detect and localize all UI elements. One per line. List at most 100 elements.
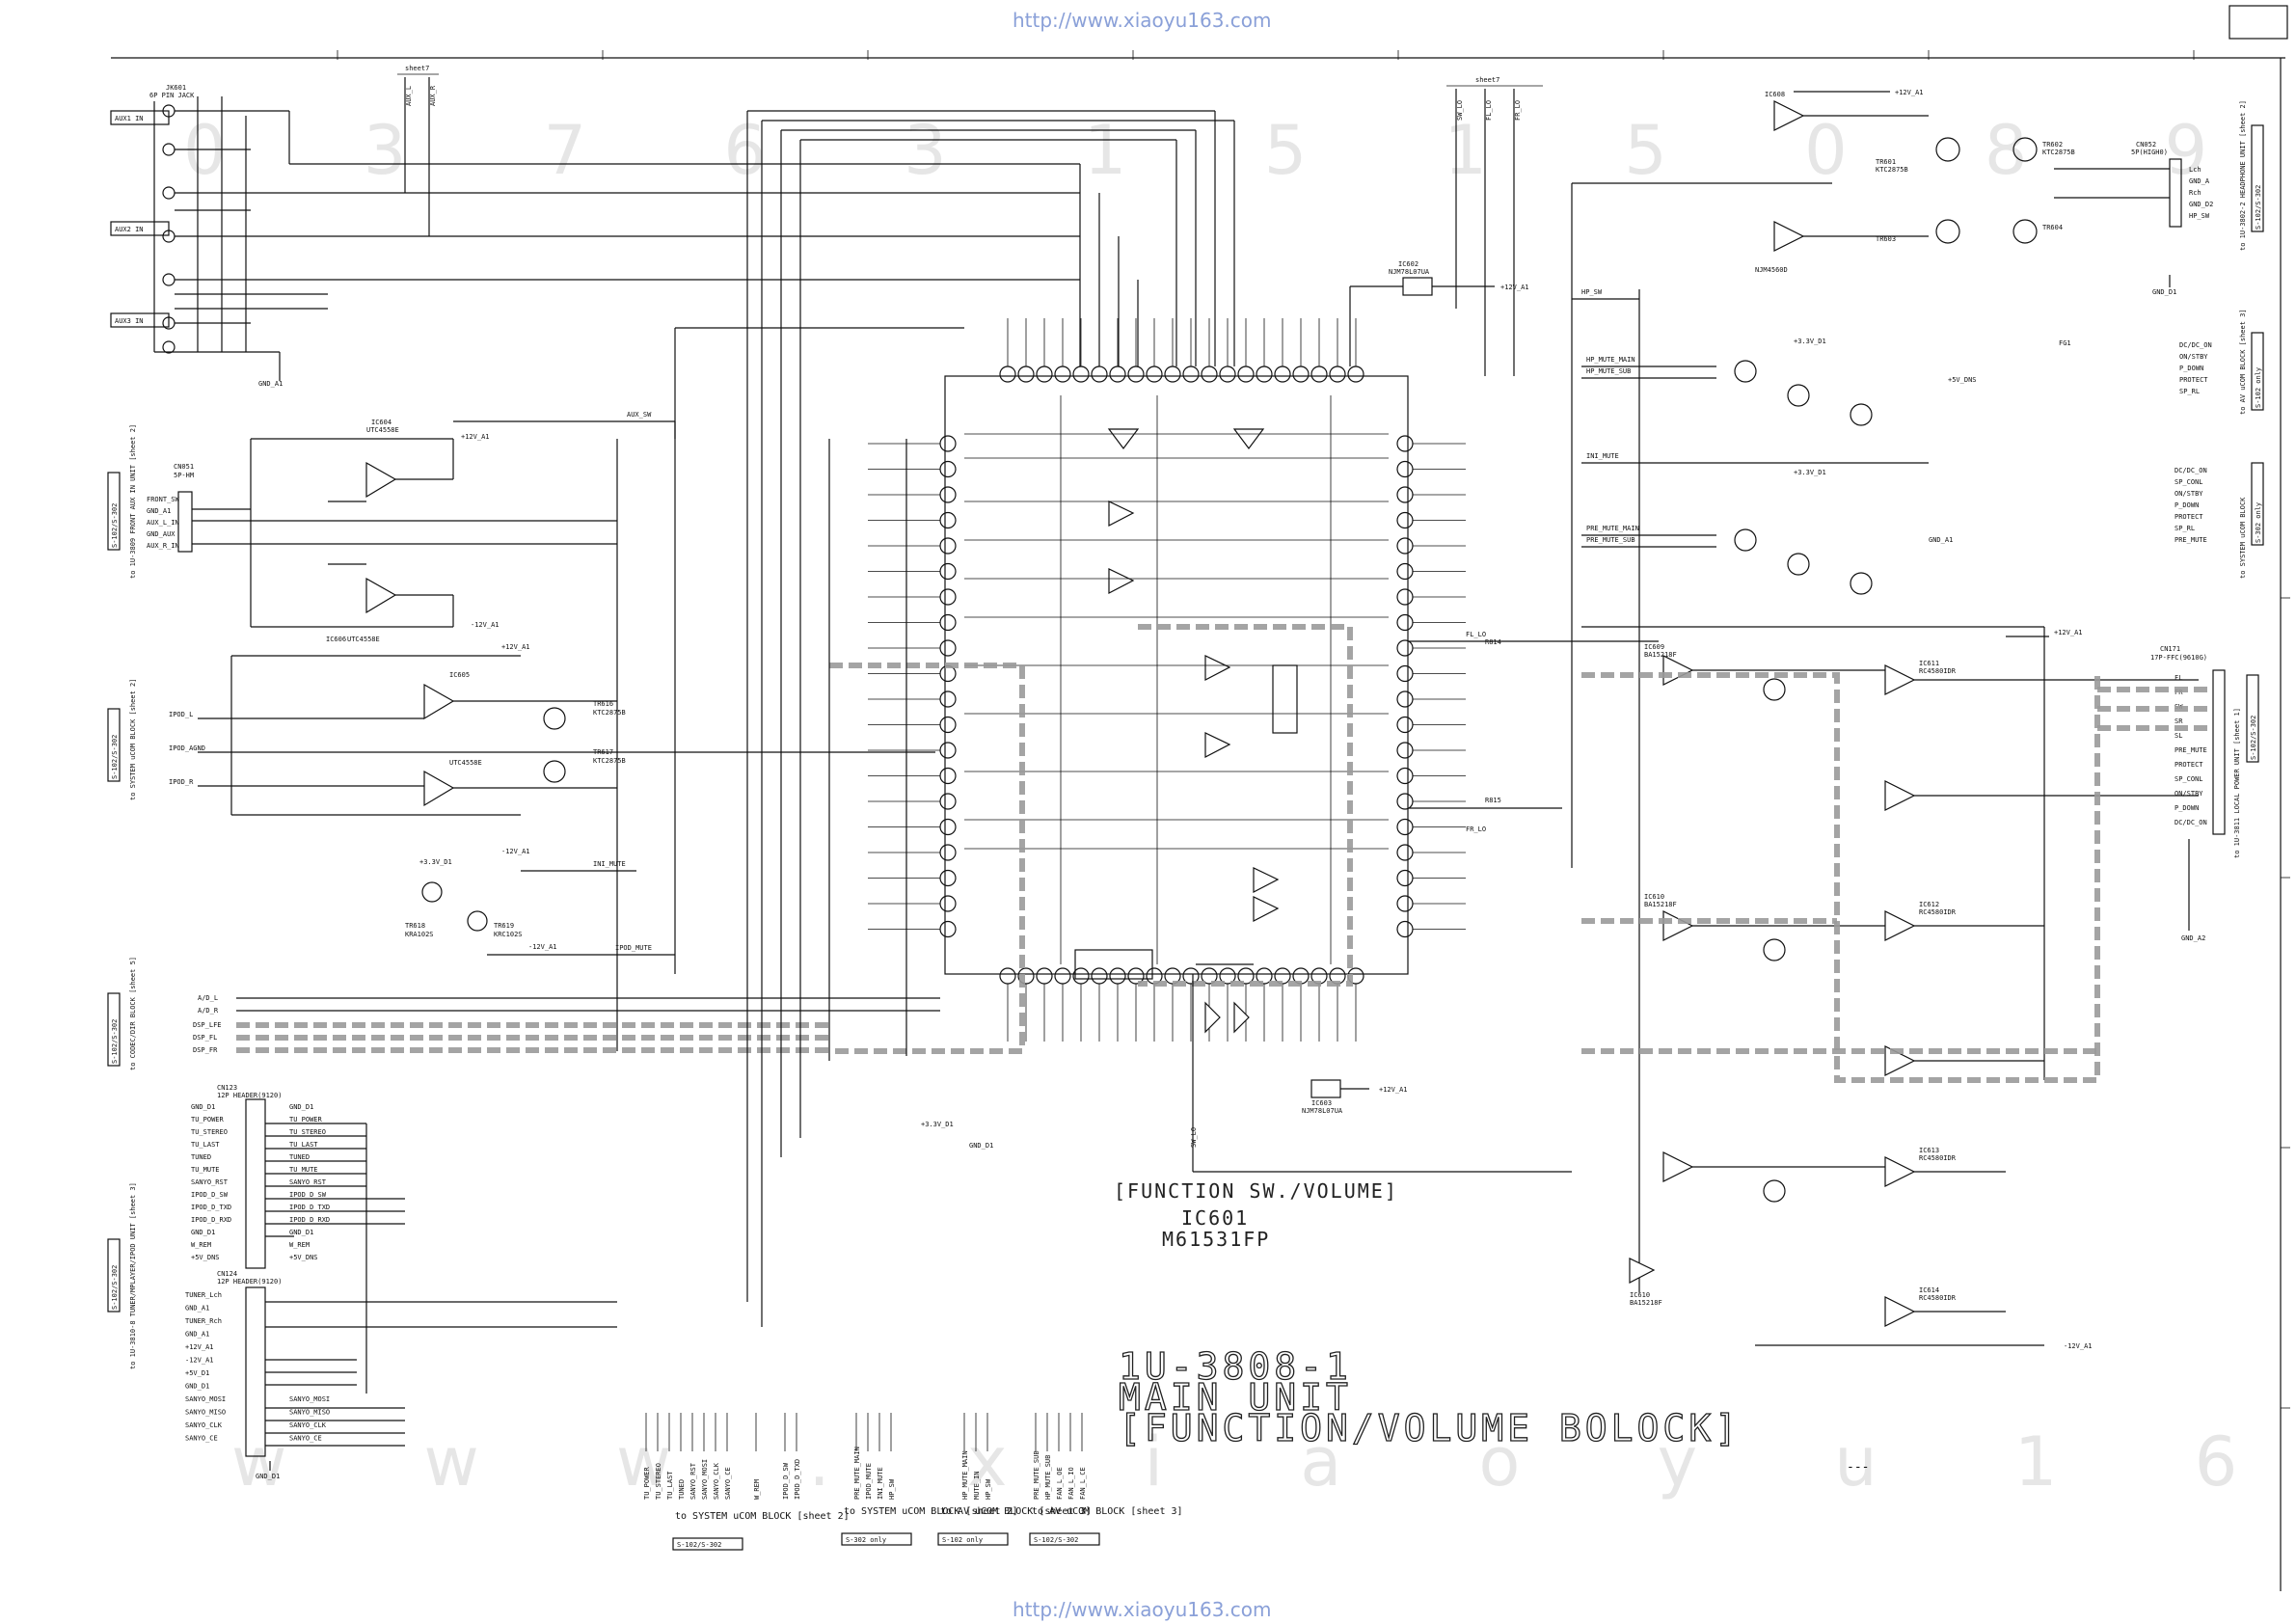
header-url[interactable]: http://www.xiaoyu163.com [1013, 9, 1272, 32]
watermark-url: w w w . x i a o y u 1 6 3 . c o m [231, 1422, 2296, 1502]
input-bus [616, 110, 1235, 1327]
tr601-part: KTC2875B [1876, 166, 1908, 174]
cn123-pin-12: W_REM [191, 1241, 211, 1249]
pre-mute-sub: PRE_MUTE_SUB [1586, 536, 1635, 544]
av-pin-3: P_DOWN [2179, 365, 2203, 372]
cn124-pin-5: +12V_A1 [185, 1343, 214, 1351]
codec-pin-3: DSP_LFE [193, 1021, 222, 1029]
cn051-ref: CN051 [174, 463, 194, 471]
bottom-pin-7: SANYO_CLK [713, 1462, 720, 1500]
v-p12-ic603: +12V_A1 [1379, 1086, 1408, 1094]
cn124-pin-1: TUNER_Lch [185, 1291, 222, 1299]
bottom-pin-19: PRE_MUTE_SUB [1033, 1450, 1040, 1500]
ic610-ref: IC610 [1644, 893, 1664, 901]
ini-mute-left: INI_MUTE [593, 860, 626, 868]
sys-pin-3: ON/STBY [2174, 490, 2203, 498]
ic609-part: BA15218F [1644, 651, 1677, 659]
sys-pin-6: SP_RL [2174, 525, 2195, 532]
v-p12-ic602: +12V_A1 [1500, 284, 1529, 291]
bottom-block-to-3: to AV uCOM BLOCK [sheet 3] [940, 1506, 1092, 1517]
cn124-pin-12: SANYO_CE [185, 1435, 218, 1443]
title-line2: MAIN UNIT [1119, 1376, 1352, 1419]
footer-url[interactable]: http://www.xiaoyu163.com [1013, 1598, 1272, 1621]
av-pin-4: PROTECT [2179, 376, 2208, 384]
cn171-pin-6: PRE_MUTE [2174, 746, 2207, 754]
cn123-ref: CN123 [217, 1084, 237, 1092]
aux2-label: AUX2 IN [115, 226, 144, 233]
cn123-pin-13: +5V_DNS [191, 1254, 220, 1261]
cn124-net-11: SANYO_CLK [289, 1421, 327, 1429]
ipod-tag: S-102/S-302 [111, 735, 119, 779]
ic601-part-label: M61531FP [1162, 1228, 1270, 1251]
bottom-block-tag-3: S-102 only [942, 1536, 983, 1544]
ic604-section: IC604 UTC4558E +12V_A1 -12V_A1 IC606 UTC… [250, 411, 676, 643]
cn123-pin-4: TU_LAST [191, 1141, 220, 1149]
ic603-regulator: IC603 NJM78L07UA +12V_A1 GND_D1 +3.3V_D1 [921, 1079, 1408, 1150]
cn123-net-10: IPOD_D_RXD [289, 1216, 330, 1224]
cn171-pins: FLFRSWSRSLPRE_MUTEPROTECTSP_CONLON/STBYP… [2174, 674, 2207, 826]
ic613-part: RC4580IDR [1919, 1154, 1957, 1162]
cn123-pin-2: TU_POWER [191, 1116, 225, 1123]
sys-pin-5: PROTECT [2174, 513, 2203, 521]
bottom-pin-23: FAN_L_CE [1079, 1467, 1087, 1500]
aux1-label: AUX1 IN [115, 115, 144, 122]
ic605-ref: IC605 [449, 671, 470, 679]
v-p33-mute1: +3.3V_D1 [1794, 338, 1826, 345]
cn123-pin-6: TU_MUTE [191, 1166, 220, 1174]
cn051-pin-4: GND_AUX [147, 530, 176, 538]
jack-circles [153, 101, 281, 381]
watermark-digits: 0 3 7 6 3 1 5 1 5 0 8 9 2 4 0 4 3 [183, 111, 2296, 190]
bottom-pin-1: TU_POWER [643, 1466, 651, 1500]
bottom-pin-10: IPOD_D_SW [782, 1462, 790, 1500]
bottom-pin-18: HP_SW [985, 1478, 992, 1500]
cn124-pin-11: SANYO_CLK [185, 1421, 223, 1429]
cn051-pin-3: AUX_L_IN [147, 519, 179, 527]
cn124-pin-7: +5V_D1 [185, 1369, 209, 1377]
ic601-ref-label: IC601 [1181, 1206, 1249, 1230]
codec-pin-4: DSP_FL [193, 1034, 217, 1042]
bottom-pin-9: W_REM [753, 1479, 761, 1500]
cn123-net-7: SANYO_RST [289, 1178, 327, 1186]
cn123-pin-1: GND_D1 [191, 1103, 215, 1111]
fl-lo-label: FL_LO [1466, 631, 1486, 638]
ipod-pin-gnd: IPOD_AGND [169, 744, 205, 752]
ic601-bottom-pins [999, 967, 1364, 1042]
gnd-a1-mute: GND_A1 [1929, 536, 1953, 544]
cn124-ref: CN124 [217, 1270, 237, 1278]
bottom-pin-13: IPOD_MUTE [865, 1463, 873, 1500]
av-ucom-connector: DC/DC_ON ON/STBY P_DOWN PROTECT SP_RL S-… [2179, 309, 2264, 415]
cn123-net-4: TU_LAST [289, 1141, 318, 1149]
codec-tag: S-102/S-302 [111, 1019, 119, 1064]
gnd-a1-label: GND_A1 [258, 380, 283, 388]
sys-tag: S-302 only [2255, 502, 2262, 543]
cn171-pin-10: P_DOWN [2174, 804, 2199, 812]
cn051-pin-2: GND_A1 [147, 507, 171, 515]
cn123-pin-8: IPOD_D_SW [191, 1191, 229, 1199]
cn171-pin-4: SR [2174, 717, 2183, 725]
ic603-part: NJM78L07UA [1302, 1107, 1343, 1115]
cn051-sub: 5P-HM [174, 472, 194, 479]
cn171-pin-1: FL [2174, 674, 2182, 682]
sys-pin-4: P_DOWN [2174, 501, 2199, 509]
bottom-pin-22: FAN_L_IO [1067, 1467, 1075, 1500]
cn171-sub: 17P-FFC(9610G) [2150, 654, 2207, 662]
bottom-block-to-4: to AV uCOM BLOCK [sheet 3] [1032, 1506, 1183, 1517]
codec-to: to CODEC/DIR BLOCK [sheet 5] [129, 957, 137, 1070]
v-m12-label-605: -12V_A1 [501, 848, 530, 855]
input-rc-network [175, 96, 1080, 352]
bottom-block-box-1 [672, 1537, 743, 1551]
codec-pin-1: A/D_L [198, 994, 218, 1002]
sheet-fl-lo: FL_LO [1485, 100, 1493, 121]
ic602-part: NJM78L07UA [1389, 268, 1430, 276]
ipod-to: to SYSTEM uCOM BLOCK [sheet 2] [129, 679, 137, 800]
ic611-ref: IC611 [1919, 660, 1939, 667]
cn171-pin-7: PROTECT [2174, 761, 2203, 769]
cn052-pin-2: GND_A [2189, 177, 2210, 185]
ic601-right-pins [1396, 435, 1466, 938]
tr618-part: KRA102S [405, 931, 434, 938]
ic614-ref: IC614 [1919, 1286, 1939, 1294]
cn123-pin-10: IPOD_D_RXD [191, 1216, 231, 1224]
tuner-block: S-102/S-302 to 1U-3810-8 TUNER/MPLAYER/I… [107, 1084, 617, 1480]
ic610-part: BA15218F [1644, 901, 1677, 908]
